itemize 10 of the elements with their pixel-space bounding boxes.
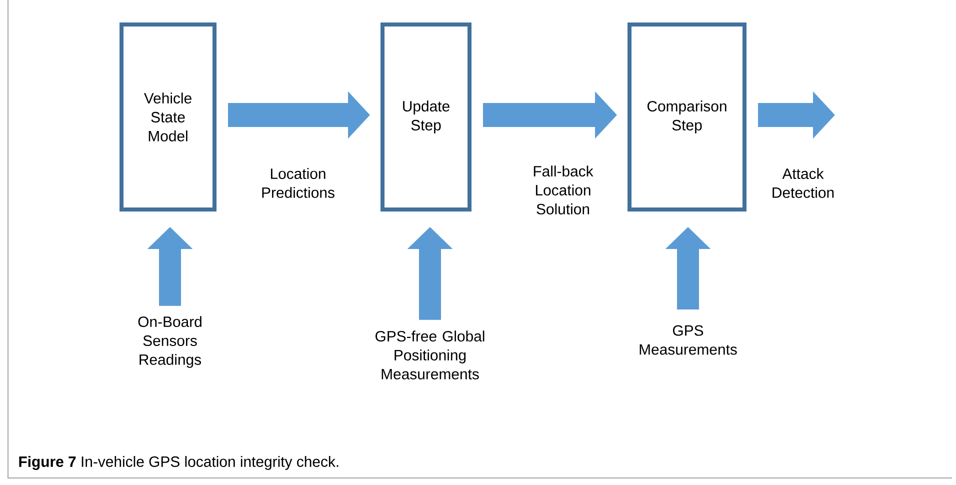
process-box: Update Step bbox=[380, 22, 472, 212]
input-label: GPS-free Global Positioning Measurements bbox=[376, 330, 484, 380]
process-box: Vehicle State Model bbox=[120, 22, 216, 212]
edge-label: Location Predictions bbox=[262, 168, 334, 198]
input-label: On-Board Sensors Readings bbox=[138, 316, 202, 368]
process-box: Comparison Step bbox=[628, 22, 746, 212]
input-label: GPS Measurements bbox=[640, 325, 737, 355]
caption: Figure 7 In-vehicle GPS location integrity check. bbox=[19, 456, 338, 470]
edge-label: Attack Detection bbox=[772, 168, 834, 198]
edge-label: Fall-back Location Solution bbox=[534, 166, 594, 214]
